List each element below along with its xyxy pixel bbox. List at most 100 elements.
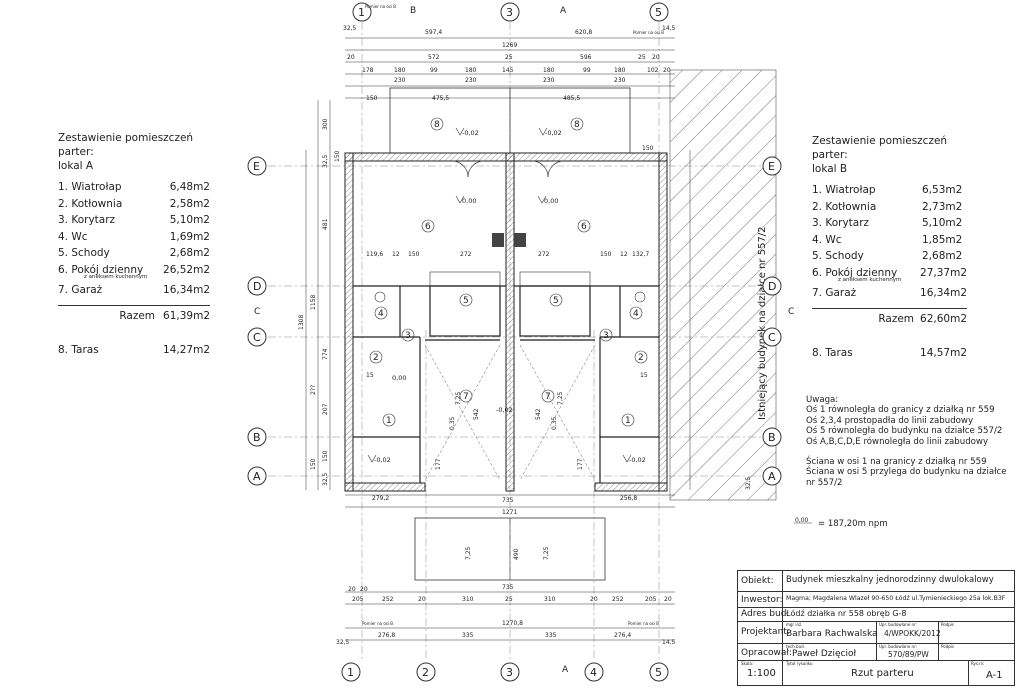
svg-text:252: 252	[612, 596, 624, 603]
axis-bubble-5-top	[649, 2, 669, 22]
svg-text:207: 207	[322, 403, 329, 415]
wall-note-2: Pomier na osi B	[633, 30, 664, 35]
svg-text:252: 252	[382, 596, 394, 603]
axis-label-4-bottom: 4	[590, 666, 597, 679]
svg-text:300: 300	[322, 118, 329, 130]
svg-text:20: 20	[347, 54, 355, 61]
dimension-texts-interior: 119,6 12 150 272 272 150 12 132,7 490 7,…	[366, 251, 649, 560]
svg-text:310: 310	[544, 596, 556, 603]
axis-label-1-top: 1	[358, 6, 365, 19]
section-mark-b-top: B	[410, 6, 416, 16]
axis-label-b-right: B	[768, 431, 776, 444]
dimension-texts-top: 32,5 597,4 620,8 14,5 1269 20 572 25 596…	[343, 25, 676, 152]
schedule-b-annex: z aneksem kuchennym	[838, 277, 902, 283]
svg-text:-0,02: -0,02	[545, 129, 562, 137]
svg-text:230: 230	[614, 77, 626, 84]
notes-block: Uwaga: Oś 1 równoległa do granicy z dzia…	[806, 395, 1016, 488]
svg-text:0,35: 0,35	[551, 416, 558, 430]
svg-text:7,25: 7,25	[455, 391, 462, 405]
svg-text:-0,02: -0,02	[462, 129, 479, 137]
schedule-a-subheader: lokal A	[58, 160, 94, 172]
svg-text:2: 2	[638, 353, 644, 363]
axis-label-d-right: D	[768, 280, 776, 293]
svg-text:-0,02: -0,02	[374, 456, 391, 464]
svg-text:150: 150	[408, 251, 420, 258]
axis-label-e-right: E	[768, 160, 775, 173]
axis-label-5-top: 5	[655, 6, 662, 19]
neighbor-building-label: Istniejący budynek na działce nr 557/2	[757, 226, 768, 420]
svg-text:32,5: 32,5	[745, 476, 752, 490]
svg-text:230: 230	[465, 77, 477, 84]
svg-text:475,5: 475,5	[432, 95, 449, 102]
axis-bubble-1-top	[352, 2, 372, 22]
svg-text:180: 180	[543, 67, 555, 74]
svg-text:0,00: 0,00	[392, 374, 406, 382]
svg-text:0,35: 0,35	[449, 416, 456, 430]
svg-text:7,25: 7,25	[543, 546, 550, 560]
neighbor-building-hatch	[669, 69, 777, 501]
axis-bubbles-left	[247, 156, 782, 486]
svg-text:279,2: 279,2	[372, 495, 389, 502]
tb-skala-label: Skala:	[741, 661, 754, 666]
svg-text:119,6: 119,6	[366, 251, 383, 258]
svg-text:3: 3	[603, 331, 609, 341]
notes-line: Oś 2,3,4 prostopadła do linii zabudowy	[806, 415, 974, 426]
wall-note-3: Pomier na osi B	[362, 621, 393, 626]
svg-text:620,8: 620,8	[575, 29, 592, 36]
schedule-lokal-a: Zestawienie pomieszczeń parter: lokal A …	[58, 131, 210, 358]
dimension-texts-bottom: 279,2 735 256,8 1271 735 20 20 205 252 2…	[336, 495, 676, 646]
svg-text:1158: 1158	[310, 295, 317, 310]
svg-text:32,5: 32,5	[336, 639, 350, 646]
schedule-b-subheader: lokal B	[812, 163, 848, 175]
svg-text:-0,02: -0,02	[496, 406, 513, 414]
svg-text:8: 8	[574, 120, 580, 130]
tb-opracowal-title: tech.bud.	[786, 644, 805, 649]
svg-text:150: 150	[322, 450, 329, 462]
axis-bubble-1-bottom	[341, 662, 361, 682]
tb-tytul-label: Tytuł rysunku	[786, 661, 813, 666]
svg-text:542: 542	[535, 408, 542, 420]
axis-label-1-bottom: 1	[347, 666, 354, 679]
svg-text:490: 490	[513, 548, 520, 560]
axis-label-2-bottom: 2	[422, 666, 429, 679]
svg-text:20: 20	[664, 596, 672, 603]
axis-label-e-left: E	[253, 160, 260, 173]
svg-text:-0,02: -0,02	[629, 456, 646, 464]
axis-label-3-bottom: 3	[506, 666, 513, 679]
svg-text:7: 7	[463, 392, 469, 402]
axis-label-3-top: 3	[506, 6, 513, 19]
axis-label-5-bottom: 5	[655, 666, 662, 679]
svg-text:20: 20	[360, 586, 368, 593]
tb-tytul: Rzut parteru	[851, 668, 914, 679]
axis-bubble-2-bottom	[416, 662, 436, 682]
wall-note-4: Pomier na osi B	[628, 621, 659, 626]
svg-text:180: 180	[614, 67, 626, 74]
svg-text:542: 542	[473, 408, 480, 420]
svg-text:14,5: 14,5	[662, 25, 676, 32]
section-mark-c-right: C	[788, 307, 794, 317]
svg-text:481: 481	[322, 218, 329, 230]
tb-opracowal: Paweł Dzięcioł	[792, 649, 857, 659]
axis-bubbles-bottom	[341, 662, 669, 682]
tb-nr-label: Rys.nr.	[971, 661, 985, 666]
svg-text:15: 15	[640, 372, 648, 379]
svg-text:2: 2	[373, 353, 379, 363]
svg-text:310: 310	[462, 596, 474, 603]
axis-label-c-left: C	[253, 331, 261, 344]
tb-projektant-title: mgr inż.	[786, 622, 803, 627]
svg-text:32,5: 32,5	[322, 472, 329, 486]
axis-bubble-4-bottom	[584, 662, 604, 682]
svg-text:272: 272	[460, 251, 472, 258]
svg-text:180: 180	[465, 67, 477, 74]
svg-text:150: 150	[366, 95, 378, 102]
svg-text:99: 99	[430, 67, 438, 74]
svg-text:774: 774	[322, 348, 329, 360]
